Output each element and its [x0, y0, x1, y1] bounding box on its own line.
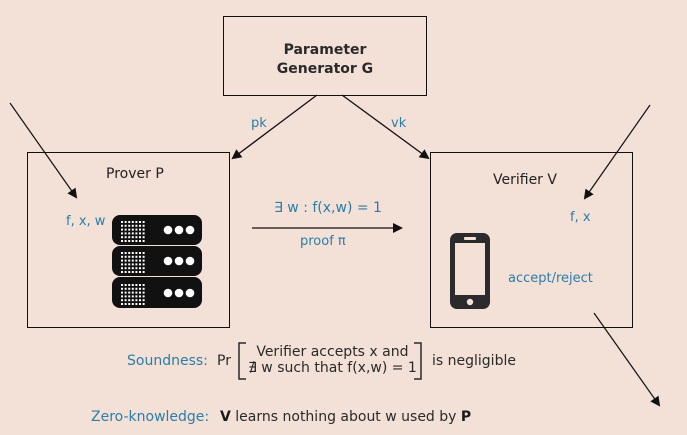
- zk-subject: V: [220, 409, 231, 425]
- server-icon: [112, 215, 202, 308]
- prover-inputs: f, x, w: [66, 214, 106, 229]
- verifier-input-arrow: [583, 104, 651, 200]
- right-bracket: [414, 342, 422, 380]
- prover-input-arrow: [9, 102, 78, 199]
- smartphone-icon: [450, 233, 490, 309]
- soundness-prefix: Pr: [217, 353, 231, 369]
- left-bracket: [238, 342, 246, 380]
- statement-label: ∃ w : f(x,w) = 1: [274, 200, 382, 216]
- prover-title: Prover P: [106, 166, 164, 182]
- parameter-generator-title: Parameter Generator G: [224, 41, 426, 79]
- pk-label: pk: [251, 116, 267, 131]
- verifier-title: Verifier V: [493, 172, 557, 188]
- pk-arrow: [231, 94, 318, 160]
- verifier-box: [430, 152, 633, 328]
- verifier-inputs: f, x: [570, 210, 591, 225]
- prover-box: [27, 152, 230, 328]
- zk-object: P: [460, 409, 472, 425]
- soundness-suffix: is negligible: [432, 353, 516, 369]
- verifier-output: accept/reject: [508, 271, 593, 286]
- generator-title-line2: Generator G: [276, 61, 374, 77]
- verifier-output-arrow: [593, 312, 661, 407]
- zero-knowledge-label: Zero-knowledge:: [91, 409, 210, 425]
- soundness-label: Soundness:: [127, 353, 208, 369]
- soundness-condition-line1: Verifier accepts x and: [256, 344, 409, 360]
- proof-label: proof π: [300, 234, 346, 249]
- soundness-condition-line2: ∄ w such that f(x,w) = 1: [248, 360, 417, 376]
- vk-label: vk: [391, 116, 407, 131]
- zero-knowledge-statement: V learns nothing about w used by P: [220, 409, 471, 425]
- parameter-generator-box: Parameter Generator G: [223, 16, 427, 96]
- zk-text: learns nothing about w used by: [235, 409, 457, 425]
- soundness-condition: Verifier accepts x and ∄ w such that f(x…: [248, 344, 417, 376]
- generator-title-line1: Parameter: [283, 42, 367, 58]
- vk-arrow: [341, 94, 430, 160]
